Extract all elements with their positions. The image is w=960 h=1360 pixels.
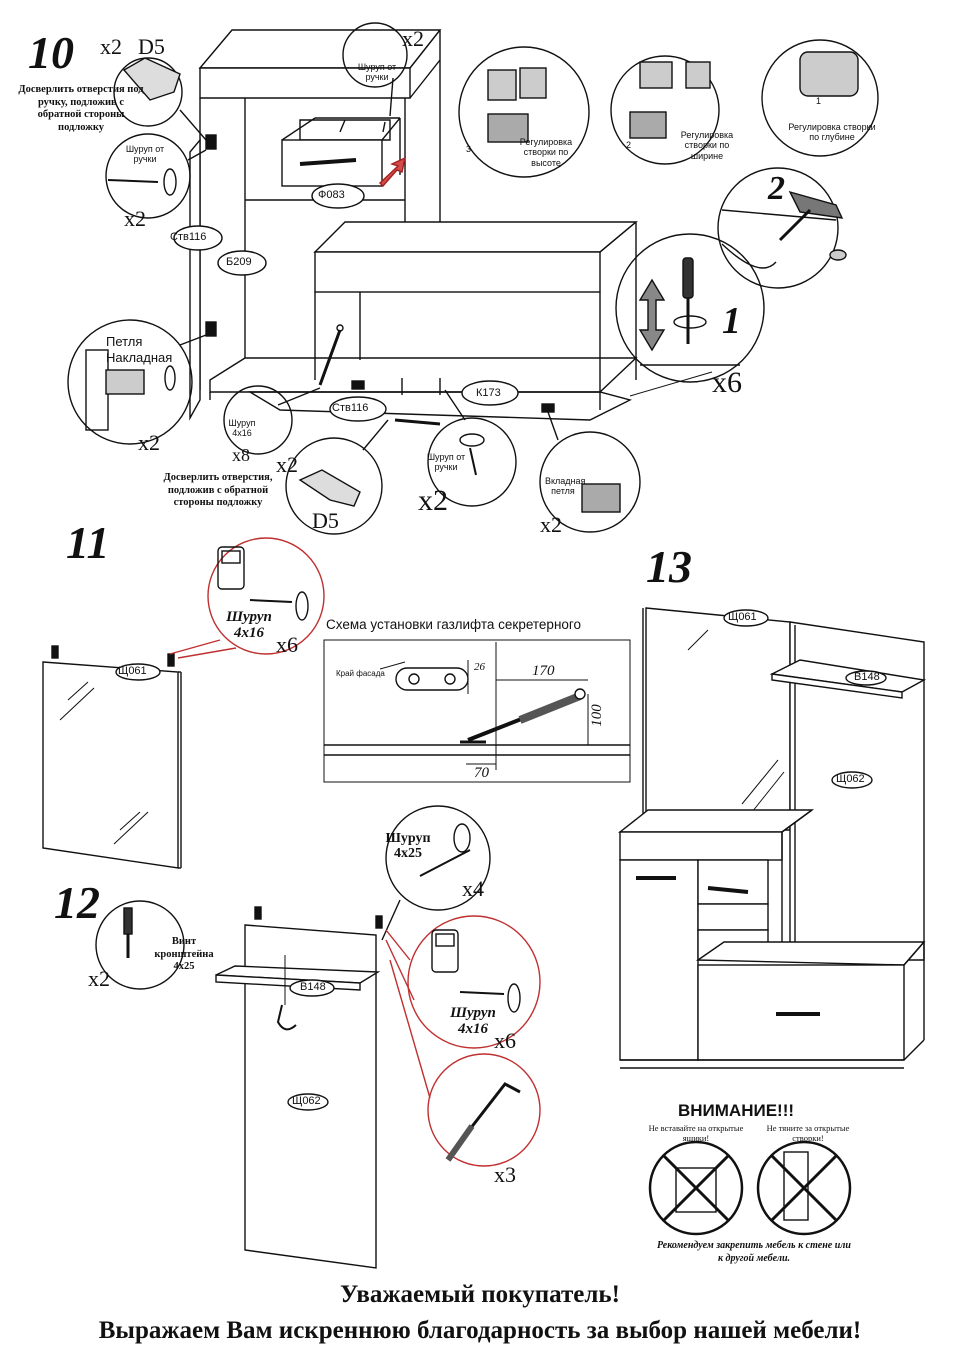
- drill-bottom-note: Досверлить отверстия, подложив с обратно…: [163, 472, 273, 509]
- dim-100: 100: [588, 704, 605, 727]
- footer-greeting: Уважаемый покупатель!: [340, 1281, 620, 1308]
- dim-170: 170: [532, 663, 555, 679]
- furniture-step13: [617, 607, 927, 1069]
- panel-label-step12: Щ062: [292, 1095, 321, 1107]
- part-bottom-box: К173: [476, 387, 501, 399]
- hex-key-count: x3: [494, 1162, 516, 1187]
- step-12-number: 12: [54, 877, 100, 928]
- drill-top-note: Досверлить отверстия под ручку, подложив…: [18, 84, 144, 133]
- screw-bottom-count: x2: [418, 484, 448, 517]
- callouts-step10: [67, 22, 641, 535]
- small-screw-label: Шуруп 4x16: [228, 418, 256, 439]
- adjust-height-label: Регулировка створки по высоте: [519, 137, 573, 168]
- gaslift-scheme: [323, 639, 631, 783]
- small-screw-count: x8: [232, 445, 250, 465]
- insert-hinge-label: Вкладная петля: [545, 476, 586, 497]
- screw-left-count: x2: [124, 206, 146, 231]
- hinge-left-label: Петля Накладная: [106, 334, 173, 365]
- scheme-edge-label: Край фасада: [336, 669, 385, 678]
- step11-screw-label: Шуруп 4x16: [226, 609, 272, 641]
- foot-step-1: 1: [722, 300, 741, 342]
- scheme-title: Схема установки газлифта секретерного: [326, 617, 582, 632]
- mirror-step11: [42, 537, 325, 869]
- hinge-left-count: x2: [138, 430, 160, 455]
- part-side-panel: Б209: [226, 256, 252, 268]
- top-screw-count: x4: [462, 876, 484, 901]
- screw-bottom-label: Шуруп от ручки: [426, 452, 466, 473]
- adjust-height-mark: 3: [466, 144, 472, 154]
- feet-count: x6: [712, 366, 742, 399]
- insert-hinge-count: x2: [540, 512, 562, 537]
- dim-26: 26: [474, 661, 485, 673]
- adjustment-callouts: [458, 39, 879, 383]
- step-10-number: 10: [28, 27, 74, 78]
- cabinet-step10: [189, 29, 740, 426]
- step-13-number: 13: [646, 541, 692, 592]
- warning-icons: [648, 1140, 852, 1236]
- top-screw-label: Шуруп 4x25: [385, 831, 431, 861]
- drill-top-bit: D5: [138, 34, 165, 59]
- bracket-screw-count: x2: [88, 966, 110, 991]
- foot-step-2: 2: [768, 170, 785, 207]
- shelf-label-step12: В148: [300, 981, 326, 993]
- part-drawer: Ф083: [318, 189, 345, 201]
- adjust-depth-label: Регулировка створки по глубине: [788, 122, 876, 143]
- side-screw-count: x6: [494, 1028, 516, 1053]
- screw-top-count: x2: [402, 26, 424, 51]
- side-screw-label: Шуруп 4x16: [450, 1005, 496, 1037]
- step11-screw-count: x6: [276, 632, 298, 657]
- panel-step12: [95, 805, 541, 1269]
- adjust-depth-mark: 1: [816, 96, 822, 106]
- warning-right-text: Не тяните за открытые створки!: [766, 1123, 850, 1143]
- part-door-bottom: Ств116: [332, 402, 369, 414]
- step-11-number: 11: [66, 517, 110, 568]
- warning-note: Рекомендуем закрепить мебель к стене или…: [657, 1240, 851, 1264]
- panel-label-step13: Щ062: [836, 773, 865, 785]
- bracket-screw-label: Винт кронштейна 4x25: [154, 936, 214, 973]
- mirror-label-step13: Щ061: [728, 611, 757, 623]
- part-door-top: Ств116: [170, 231, 207, 243]
- footer-thanks: Выражаем Вам искреннюю благодарность за …: [98, 1317, 862, 1344]
- drill-top-count: x2: [100, 34, 122, 59]
- screw-left-label: Шуруп от ручки: [125, 144, 165, 165]
- dim-70: 70: [474, 765, 489, 781]
- screw-top-label: Шуруп от ручки: [357, 62, 397, 83]
- drill-bottom-bit: D5: [312, 508, 339, 533]
- mirror-label-step11: Щ061: [118, 665, 147, 677]
- drill-bottom-count: x2: [276, 452, 298, 477]
- shelf-label-step13: В148: [854, 671, 880, 683]
- warning-left-text: Не вставайте на открытые ящики!: [648, 1123, 744, 1143]
- adjust-width-label: Регулировка створки по ширине: [680, 130, 734, 161]
- warning-title: ВНИМАНИЕ!!!: [678, 1101, 795, 1120]
- adjust-width-mark: 2: [626, 140, 632, 150]
